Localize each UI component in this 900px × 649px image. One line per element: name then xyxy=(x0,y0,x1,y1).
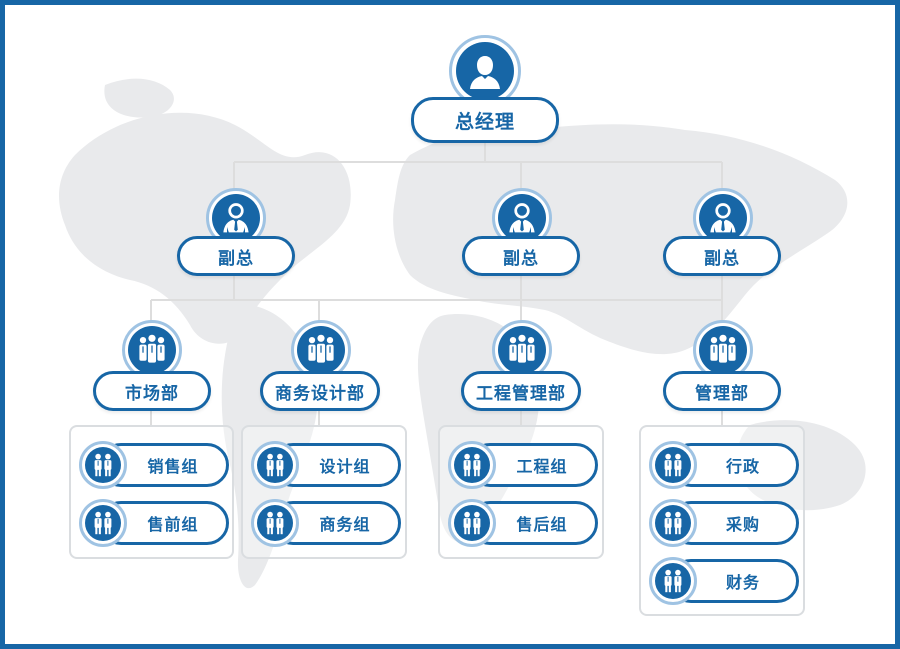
team-icon-ring xyxy=(251,499,299,547)
team-icon-ring xyxy=(649,557,697,605)
vp-node-2[interactable]: 副总 xyxy=(462,236,580,276)
team-icon-ring xyxy=(448,441,496,489)
executive-icon xyxy=(705,200,741,236)
team-item[interactable]: 采购 xyxy=(649,499,799,547)
team-item[interactable]: 销售组 xyxy=(79,441,229,489)
group-icon xyxy=(705,332,741,368)
team-item[interactable]: 设计组 xyxy=(251,441,401,489)
vp-node-3[interactable]: 副总 xyxy=(663,236,781,276)
team-icon-ring xyxy=(448,499,496,547)
vp-node-1[interactable]: 副总 xyxy=(177,236,295,276)
executive-icon xyxy=(218,200,254,236)
department-icon-ring xyxy=(122,320,182,380)
team-icon xyxy=(458,451,486,479)
team-icon xyxy=(659,509,687,537)
ceo-icon-ring xyxy=(449,35,521,107)
team-icon xyxy=(458,509,486,537)
team-item[interactable]: 售前组 xyxy=(79,499,229,547)
person-icon xyxy=(465,51,505,91)
dept-node-business-design[interactable]: 商务设计部 xyxy=(260,371,380,411)
team-icon xyxy=(261,451,289,479)
executive-icon xyxy=(504,200,540,236)
team-item[interactable]: 财务 xyxy=(649,557,799,605)
team-icon xyxy=(89,451,117,479)
team-group-engineering: 工程组 售后组 xyxy=(438,425,604,559)
dept-node-admin[interactable]: 管理部 xyxy=(663,371,781,411)
dept-node-engineering[interactable]: 工程管理部 xyxy=(461,371,581,411)
team-icon-ring xyxy=(79,441,127,489)
group-icon xyxy=(134,332,170,368)
team-group-admin: 行政 采购 财务 xyxy=(639,425,805,616)
team-group-business-design: 设计组 商务组 xyxy=(241,425,407,559)
connector-lines xyxy=(150,140,723,425)
group-icon xyxy=(504,332,540,368)
team-icon xyxy=(659,451,687,479)
team-icon-ring xyxy=(649,441,697,489)
group-icon xyxy=(303,332,339,368)
team-group-market: 销售组 售前组 xyxy=(69,425,234,559)
team-icon xyxy=(89,509,117,537)
team-item[interactable]: 工程组 xyxy=(448,441,598,489)
team-icon xyxy=(659,567,687,595)
team-icon-ring xyxy=(649,499,697,547)
dept-node-market[interactable]: 市场部 xyxy=(93,371,211,411)
team-item[interactable]: 售后组 xyxy=(448,499,598,547)
team-icon-ring xyxy=(251,441,299,489)
team-icon-ring xyxy=(79,499,127,547)
team-item[interactable]: 商务组 xyxy=(251,499,401,547)
team-icon xyxy=(261,509,289,537)
ceo-node[interactable]: 总经理 xyxy=(411,97,559,143)
department-icon-ring xyxy=(492,320,552,380)
team-item[interactable]: 行政 xyxy=(649,441,799,489)
